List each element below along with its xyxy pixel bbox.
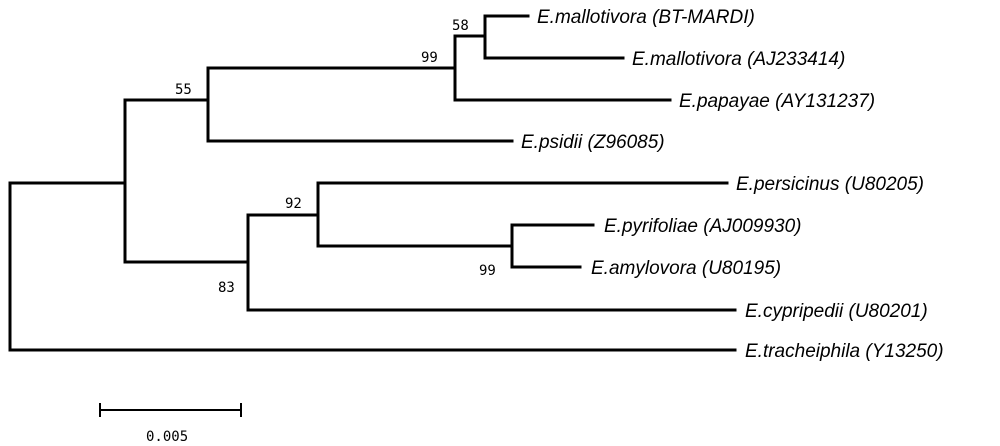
bootstrap-value: 99 <box>479 263 496 279</box>
leaf-label-cypripedii: E.cypripedii (U80201) <box>745 301 928 322</box>
leaf-label-tracheiphila: E.tracheiphila (Y13250) <box>745 341 944 362</box>
tree-branches <box>8 14 737 352</box>
bootstrap-values: 58 99 55 92 99 83 <box>175 18 496 296</box>
bootstrap-value: 58 <box>452 18 469 34</box>
leaf-label-amylovora: E.amylovora (U80195) <box>591 258 781 279</box>
scale-bar-line <box>99 403 242 417</box>
leaf-label-mallotivora-bt: E.mallotivora (BT-MARDI) <box>537 7 755 28</box>
leaf-label-papayae: E.papayae (AY131237) <box>679 91 875 112</box>
leaf-label-mallotivora-aj: E.mallotivora (AJ233414) <box>632 49 845 70</box>
bootstrap-value: 55 <box>175 82 192 98</box>
leaf-labels: E.mallotivora (BT-MARDI) E.mallotivora (… <box>521 7 944 362</box>
leaf-label-psidii: E.psidii (Z96085) <box>521 132 665 153</box>
scale-bar-label: 0.005 <box>146 429 188 445</box>
scale-bar: 0.005 <box>99 403 242 445</box>
bootstrap-value: 92 <box>285 196 302 212</box>
bootstrap-value: 83 <box>218 280 235 296</box>
leaf-label-pyrifoliae: E.pyrifoliae (AJ009930) <box>604 216 802 237</box>
bootstrap-value: 99 <box>421 50 438 66</box>
leaf-label-persicinus: E.persicinus (U80205) <box>736 174 924 195</box>
